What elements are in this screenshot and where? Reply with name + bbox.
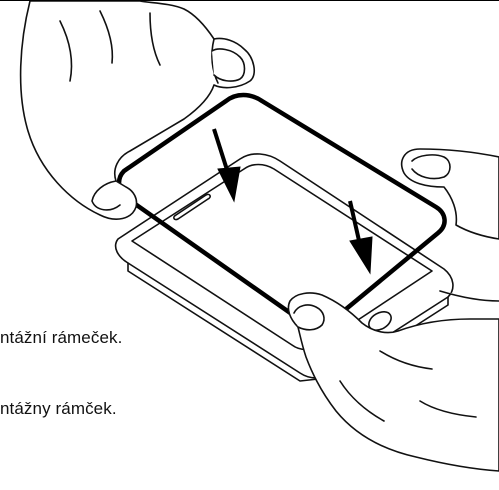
right-hand-illustration: [287, 148, 499, 472]
phone-screen-edge: [131, 163, 433, 351]
phone-speaker-icon: [173, 193, 211, 221]
phone-home-button-icon: [368, 311, 392, 331]
arrow-down-right-icon: [348, 200, 373, 275]
caption-cz: ntážní rámeček.: [0, 328, 123, 347]
caption-sk: ntážny rámček.: [0, 399, 117, 418]
left-hand-illustration: [19, 1, 256, 220]
arrow-down-left-icon: [212, 128, 241, 203]
